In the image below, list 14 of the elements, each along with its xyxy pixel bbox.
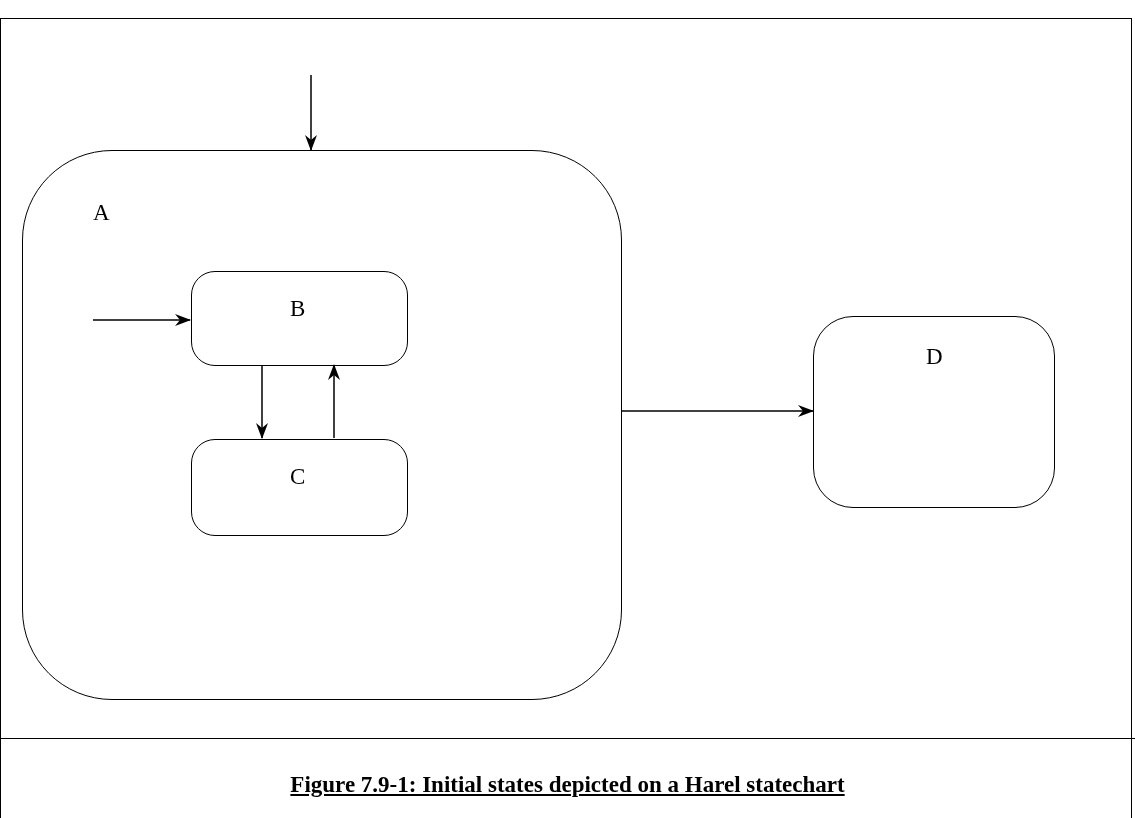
state-label: C	[290, 465, 306, 488]
figure-caption: Figure 7.9-1: Initial states depicted on a Harel statechart	[290, 772, 845, 797]
state-label: D	[926, 345, 943, 368]
state-box	[191, 271, 408, 366]
state-box	[22, 150, 622, 700]
transition-arrow	[92, 314, 191, 326]
state-label: A	[93, 201, 110, 224]
transition-arrow	[305, 74, 317, 151]
state-label: B	[290, 297, 306, 320]
state-box	[191, 439, 408, 536]
transition-arrow	[256, 364, 268, 439]
transition-arrow	[328, 364, 340, 439]
state-box	[813, 316, 1055, 508]
transition-arrow	[621, 405, 814, 417]
